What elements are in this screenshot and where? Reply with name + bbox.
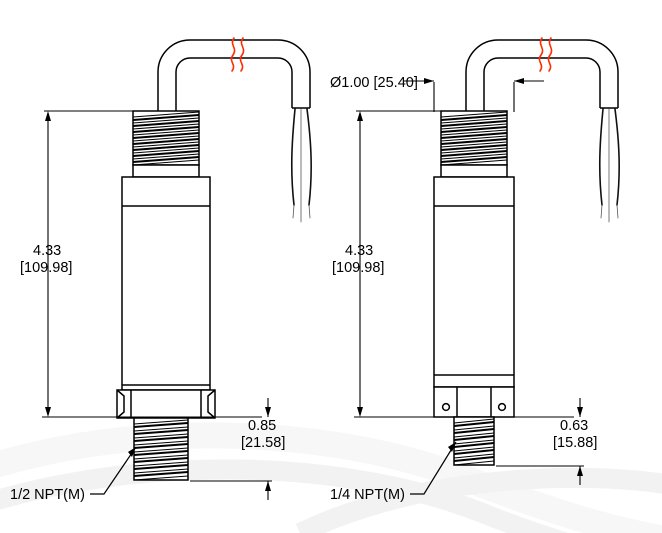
right-wire-fanout [598, 108, 620, 223]
left-sensor-body [121, 176, 211, 391]
right-npt-callout: 1/4 NPT(M) [330, 441, 457, 503]
left-height-inches: 4.33 [33, 243, 61, 259]
left-thread-mm: [21.58] [241, 435, 285, 451]
right-flange-base [433, 386, 515, 418]
right-view-assembly: 4.33 [109.98] Ø1.00 [25.40] 0.63 [15.88 [330, 37, 620, 503]
flange-screw-left [441, 402, 451, 412]
right-diameter-dimension: Ø1.00 [25.40] [330, 75, 544, 112]
right-height-dimension: 4.33 [109.98] [332, 110, 574, 418]
left-height-dimension: 4.33 [109.98] [20, 110, 262, 418]
left-view-assembly: 4.33 [109.98] 0.85 [21.58] 1/2 NPT(M) [10, 37, 312, 503]
right-height-mm: [109.98] [332, 260, 384, 276]
right-diameter-label: Ø1.00 [25.40] [330, 75, 418, 91]
right-sensor-body [433, 176, 515, 388]
right-cable-break-symbol [538, 37, 553, 72]
cable-break-symbol [230, 37, 245, 72]
left-wire-fanout [290, 108, 312, 223]
left-height-mm: [109.98] [20, 260, 72, 276]
left-npt-label: 1/2 NPT(M) [10, 487, 85, 503]
right-thread-dimension: 0.63 [15.88] [496, 398, 597, 485]
left-thread-dimension: 0.85 [21.58] [190, 398, 285, 500]
right-top-thread [440, 110, 508, 178]
left-hex-nut [116, 389, 216, 419]
flange-screw-right [497, 402, 507, 412]
right-thread-mm: [15.88] [553, 435, 597, 451]
left-top-thread [132, 110, 200, 178]
left-thread-inches: 0.85 [248, 418, 276, 434]
left-cable [157, 37, 311, 112]
right-thread-inches: 0.63 [560, 418, 588, 434]
left-npt-thread [133, 417, 189, 481]
left-npt-callout: 1/2 NPT(M) [10, 446, 137, 503]
right-height-inches: 4.33 [345, 243, 373, 259]
right-npt-thread [453, 416, 495, 466]
right-cable [465, 37, 619, 112]
right-npt-label: 1/4 NPT(M) [330, 487, 405, 503]
